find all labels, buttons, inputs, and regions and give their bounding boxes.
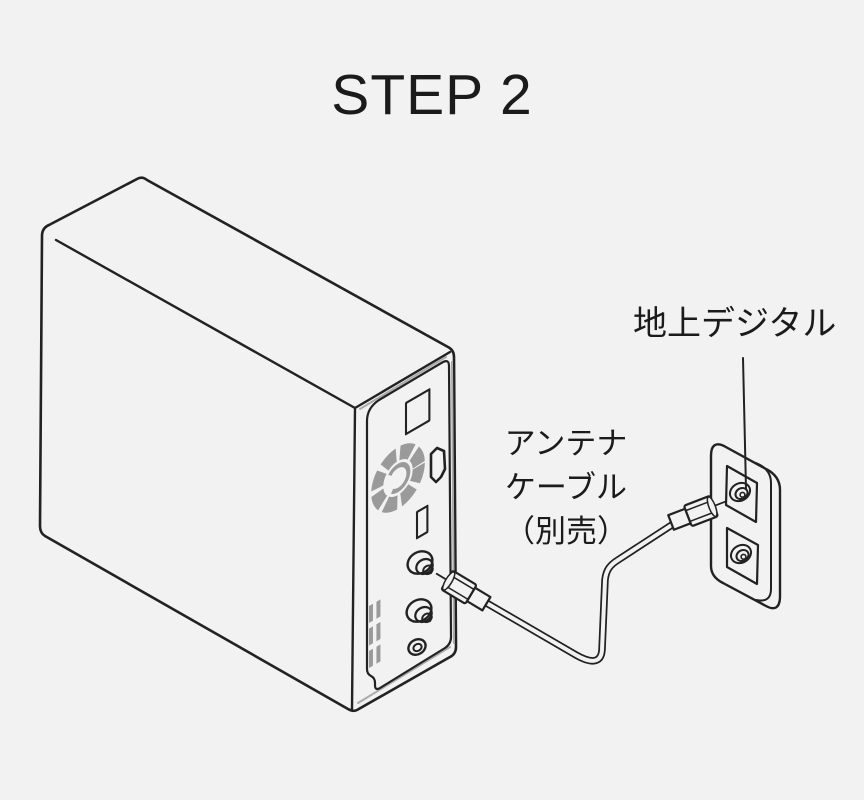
panel-outline bbox=[365, 360, 453, 691]
antenna-cable-label-line3: （別売） bbox=[504, 514, 628, 549]
device-unit bbox=[38, 176, 458, 713]
device-body bbox=[38, 176, 458, 713]
panel-shadow-bottom bbox=[357, 646, 451, 704]
antenna-in-port bbox=[406, 550, 434, 576]
device-back-top-edge bbox=[353, 350, 452, 410]
wall-outlet-bottom bbox=[725, 526, 760, 586]
power-port bbox=[404, 388, 431, 436]
av-port bbox=[407, 638, 427, 656]
antenna-cable-label: アンテナ ケーブル （別売） bbox=[468, 422, 664, 554]
cable-core bbox=[476, 515, 686, 663]
cable-connector-device bbox=[435, 570, 492, 612]
antenna-out-port bbox=[405, 598, 433, 624]
wall-outlet-label: 地上デジタル bbox=[633, 305, 837, 343]
wall-plate-depth-edge bbox=[755, 462, 772, 602]
wall-outlet-top bbox=[724, 464, 759, 524]
step-title: STEP 2 bbox=[331, 63, 533, 128]
wall-plate bbox=[709, 443, 782, 610]
antenna-cable bbox=[474, 513, 688, 665]
wall-outlet-pointer-line bbox=[742, 357, 747, 490]
panel-shadow-top bbox=[359, 356, 447, 410]
hdmi-port bbox=[429, 446, 447, 484]
usb-port bbox=[415, 504, 429, 540]
antenna-cable-label-line2: ケーブル bbox=[504, 470, 628, 505]
vent-slits-icon bbox=[369, 599, 381, 668]
cable-connector-wall bbox=[667, 495, 727, 531]
antenna-cable-label-line1: アンテナ bbox=[504, 426, 628, 461]
